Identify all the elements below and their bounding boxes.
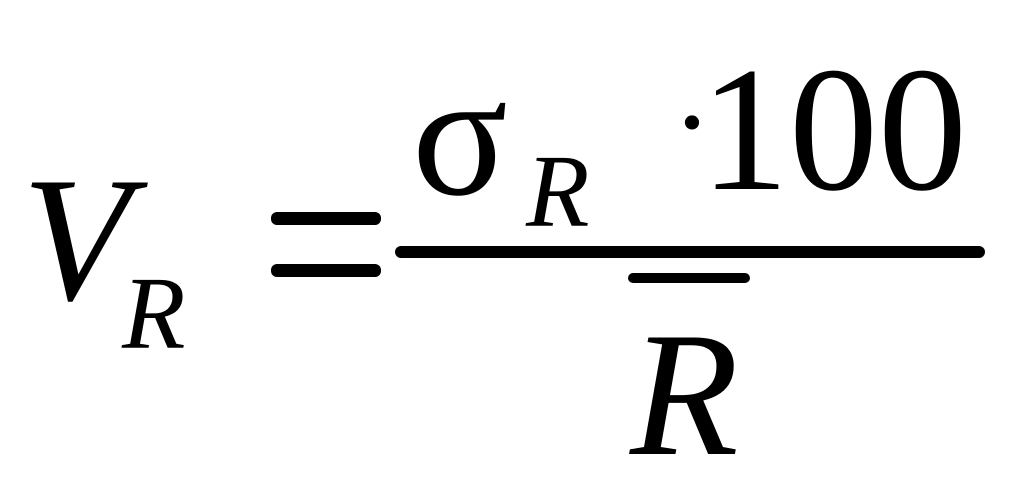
lhs-subscript: R <box>122 256 186 371</box>
equals-sign-bottom-bar <box>271 264 381 277</box>
multiplication-dot: · <box>672 55 712 188</box>
lhs-variable: V <box>22 140 131 338</box>
numerator-sigma: σ <box>412 35 508 233</box>
numerator-multiplier: 100 <box>700 30 967 228</box>
equals-sign-top-bar <box>271 212 381 225</box>
numerator-subscript: R <box>526 134 590 249</box>
denominator-variable: R <box>630 295 739 493</box>
mean-overline <box>628 273 750 283</box>
fraction-line <box>395 246 985 258</box>
